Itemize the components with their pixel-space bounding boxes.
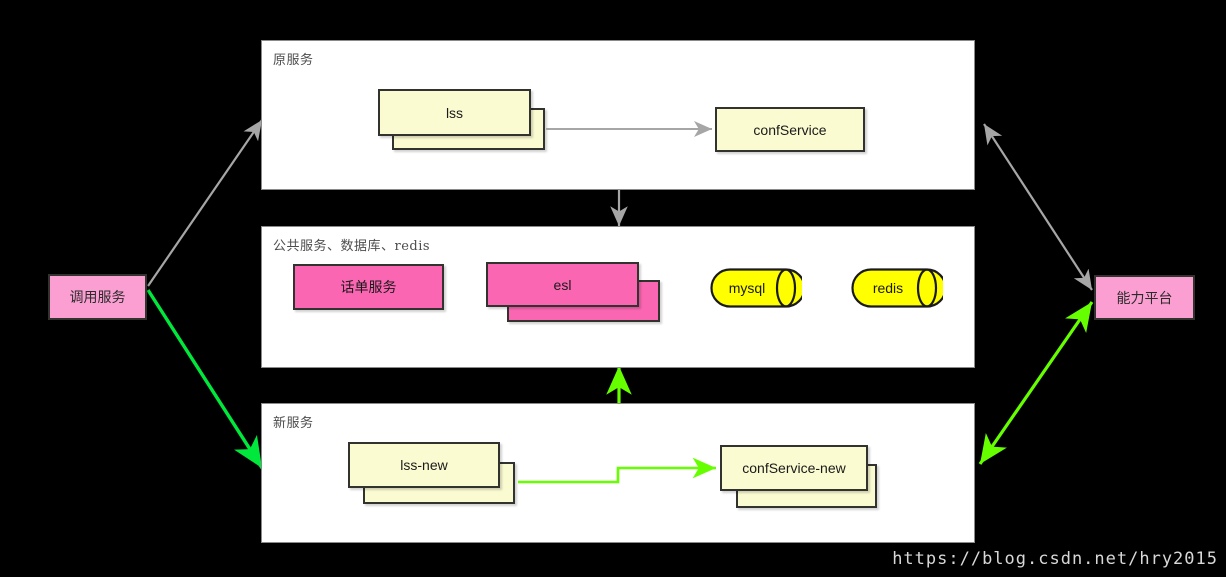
node-conf-service[interactable]: confService xyxy=(715,107,865,152)
node-lss-new-label: lss-new xyxy=(400,457,448,473)
node-bill-service-label: 话单服务 xyxy=(340,280,397,296)
node-lss[interactable]: lss xyxy=(378,89,531,136)
node-conf-service-label: confService xyxy=(753,121,827,138)
edge-caller-to-new-service xyxy=(146,289,264,469)
cylinder-shape-mysql xyxy=(710,268,806,308)
edge-old-service-to-platform xyxy=(983,123,1093,291)
node-conf-service-new[interactable]: confService-new xyxy=(720,445,868,491)
node-esl-label: esl xyxy=(553,276,572,293)
actor-caller[interactable]: 调用服务 xyxy=(48,274,147,320)
panel-common-service-label: 公共服务、数据库、redis xyxy=(273,239,431,254)
edge-lssnew-to-confservicenew xyxy=(518,457,716,484)
actor-caller-label: 调用服务 xyxy=(69,290,126,306)
actor-platform[interactable]: 能力平台 xyxy=(1094,275,1195,320)
node-conf-service-new-label: confService-new xyxy=(742,460,846,476)
cylinder-shape-redis xyxy=(851,268,947,308)
edge-new-service-to-platform xyxy=(978,301,1094,465)
actor-platform-label: 能力平台 xyxy=(1116,290,1173,307)
panel-new-service-label: 新服务 xyxy=(273,416,314,431)
node-lss-new[interactable]: lss-new xyxy=(348,442,500,488)
panel-old-service-label: 原服务 xyxy=(273,53,314,68)
node-lss-label: lss xyxy=(445,104,464,121)
node-esl[interactable]: esl xyxy=(486,262,639,307)
watermark-url: https://blog.csdn.net/hry2015 xyxy=(892,549,1218,569)
edge-caller-to-old-service xyxy=(147,119,263,287)
node-bill-service[interactable]: 话单服务 xyxy=(293,264,444,310)
